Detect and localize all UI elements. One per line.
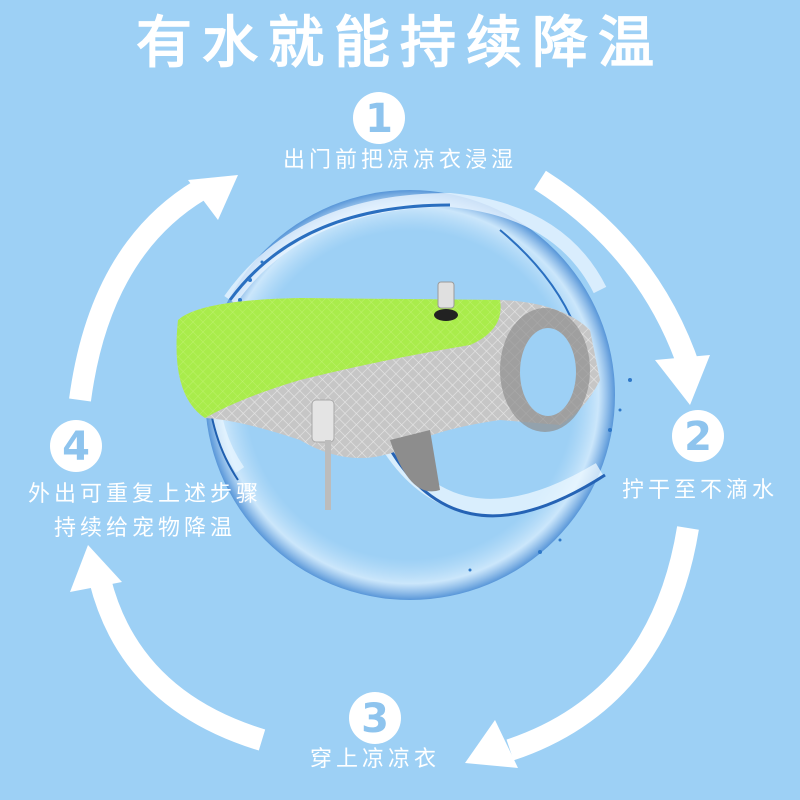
arrow-head-bottom-right-icon <box>465 720 518 768</box>
cooling-vest-image <box>176 281 600 510</box>
step-2-text: 拧干至不滴水 <box>621 478 778 503</box>
arrow-bottom-right-icon <box>506 526 699 761</box>
step-4-text-line1: 外出可重复上述步骤 <box>27 482 262 507</box>
arrow-head-top-left-icon <box>188 175 238 220</box>
step-1-badge: 1 <box>353 92 405 144</box>
step-1-text: 出门前把凉凉衣浸湿 <box>282 148 517 173</box>
step-3-text: 穿上凉凉衣 <box>309 747 440 772</box>
arrow-top-right-icon <box>534 170 701 374</box>
step-4-badge: 4 <box>50 420 102 472</box>
step-4-text-line2: 持续给宠物降温 <box>53 516 236 541</box>
arrow-head-bottom-left-icon <box>70 545 122 592</box>
step-3-badge: 3 <box>349 692 401 744</box>
step-2-badge: 2 <box>672 410 724 462</box>
page-title: 有水就能持续降温 <box>136 11 664 76</box>
arrow-bottom-left-icon <box>89 577 266 751</box>
arrow-head-top-right-icon <box>655 355 710 405</box>
arrow-top-left-icon <box>69 180 206 402</box>
